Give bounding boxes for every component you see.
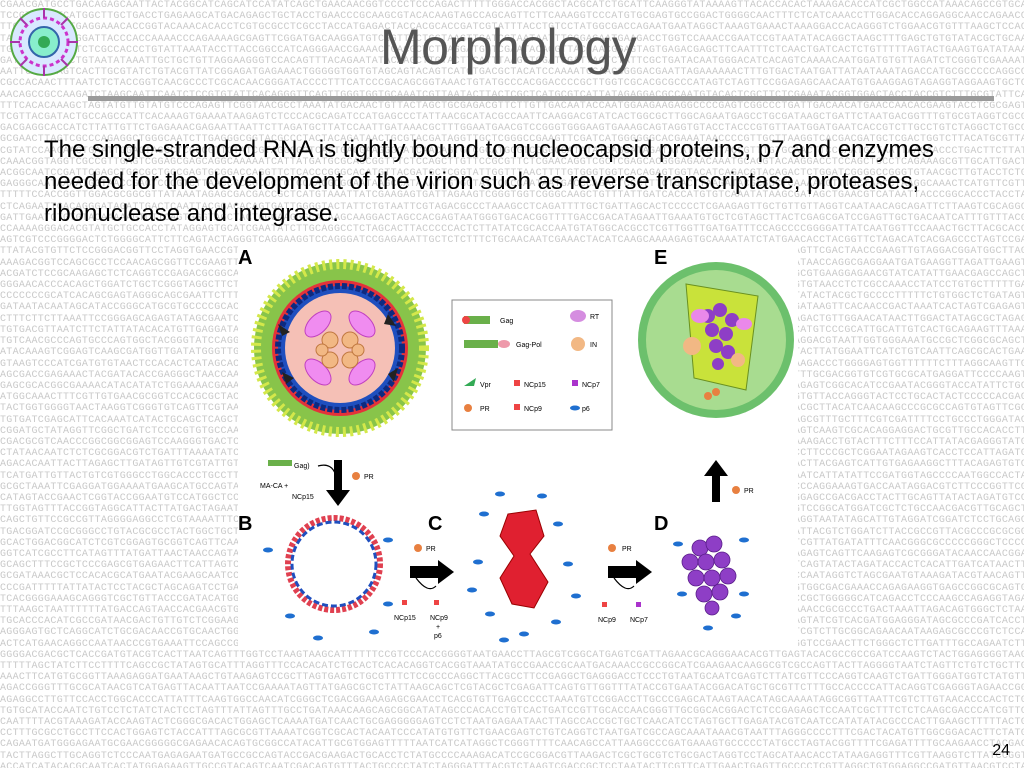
annotation-pr-top: PR <box>364 474 374 481</box>
legend-pr: PR <box>480 406 490 413</box>
legend-gag: Gag <box>500 318 513 325</box>
annotation-pr-cd: PR <box>622 546 632 553</box>
title-divider <box>88 96 994 101</box>
annotation-plus-bc: + <box>436 624 440 631</box>
condensing-core-diagram <box>673 535 749 631</box>
legend-vpr: Vpr <box>480 382 492 389</box>
legend-ncp15: NCp15 <box>524 382 546 389</box>
annotation-ncp7-cd: NCp7 <box>630 617 648 624</box>
annotation-ncp15-top: NCp15 <box>292 494 314 501</box>
slide-title: Morphology <box>380 19 637 75</box>
legend-ncp7: NCp7 <box>582 382 600 389</box>
arrow-a-to-b <box>317 460 350 506</box>
arrow-c-to-d: PR NCp9 NCp7 <box>598 544 652 624</box>
annotation-ncp9-bc: NCp9 <box>430 615 448 622</box>
legend-ncp9: NCp9 <box>524 406 542 413</box>
legend-p6: p6 <box>582 406 590 413</box>
panel-label-a: A <box>238 247 252 269</box>
annotation-gag: Gag) <box>294 463 310 470</box>
annotation-ma-ca: MA-CA + <box>260 483 288 490</box>
budding-particle-diagram <box>263 515 393 641</box>
hiv-maturation-figure: A E B C D Gag RT Gag-Pol <box>238 244 798 650</box>
annotation-pr-bc: PR <box>426 546 436 553</box>
virus-logo-icon <box>10 8 78 76</box>
panel-label-d: D <box>654 513 668 535</box>
annotation-ncp9-cd: NCp9 <box>598 617 616 624</box>
annotation-ncp15-bc: NCp15 <box>394 615 416 622</box>
page-number: 24 <box>992 742 1010 759</box>
legend-gag-pol: Gag-Pol <box>516 342 542 349</box>
legend-in: IN <box>590 342 597 349</box>
immature-virion-diagram <box>251 259 429 437</box>
legend-rt: RT <box>590 314 600 321</box>
arrow-b-to-c: PR NCp15 NCp9 + p6 <box>394 544 454 640</box>
cleaved-intermediate-diagram <box>467 491 581 643</box>
mature-virion-diagram <box>638 262 794 418</box>
panel-label-c: C <box>428 513 442 535</box>
panel-label-e: E <box>654 247 667 269</box>
legend-box: Gag RT Gag-Pol IN Vpr NCp15 NCp7 PR NCp9… <box>451 299 613 431</box>
annotation-p6-bc: p6 <box>434 633 442 640</box>
slide-body-text: The single-stranded RNA is tightly bound… <box>44 136 934 227</box>
arrow-d-to-e: PR <box>704 460 754 502</box>
annotation-pr-de: PR <box>744 488 754 495</box>
panel-label-b: B <box>238 513 252 535</box>
